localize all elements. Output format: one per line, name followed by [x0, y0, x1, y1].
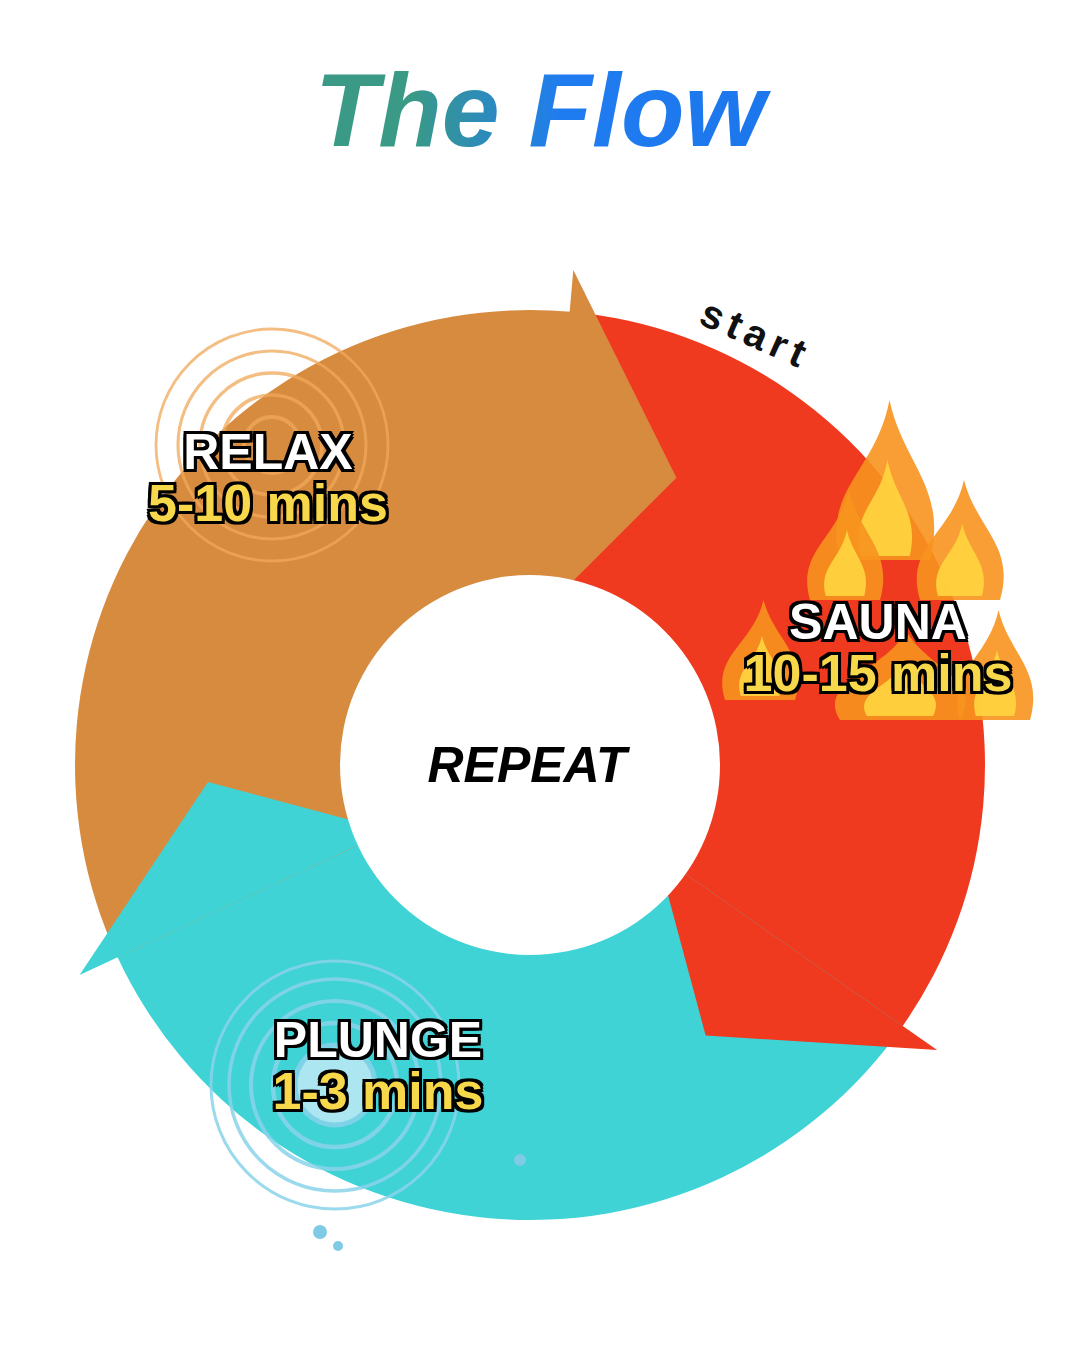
- plunge-arrow-head: [80, 782, 390, 975]
- water-drop: [514, 1154, 526, 1166]
- sauna-arrow-head: [657, 854, 937, 1050]
- plunge-step: PLUNGE1-3 mins: [263, 1009, 494, 1123]
- center-circle: [340, 575, 720, 955]
- water-drop: [313, 1225, 327, 1239]
- step-name: RELAX: [148, 427, 388, 477]
- step-duration: 1-3 mins: [273, 1065, 484, 1117]
- flame-outer: [807, 490, 883, 600]
- title-block: The Flow: [0, 0, 1080, 240]
- flame-inner: [936, 524, 984, 596]
- step-name: REPEAT: [427, 740, 626, 790]
- step-name: PLUNGE: [273, 1015, 484, 1065]
- repeat-center: REPEAT: [417, 734, 636, 796]
- relax-step: RELAX5-10 mins: [138, 421, 398, 535]
- water-drop: [333, 1241, 343, 1251]
- flame-inner: [824, 530, 866, 596]
- step-name: SAUNA: [744, 597, 1013, 647]
- flame-outer: [917, 480, 1004, 600]
- relax-arrow-head: [544, 270, 677, 611]
- diagram-title: The Flow: [0, 48, 1080, 173]
- sauna-step: SAUNA10-15 mins: [734, 591, 1023, 705]
- step-duration: 5-10 mins: [148, 477, 388, 529]
- step-duration: 10-15 mins: [744, 647, 1013, 699]
